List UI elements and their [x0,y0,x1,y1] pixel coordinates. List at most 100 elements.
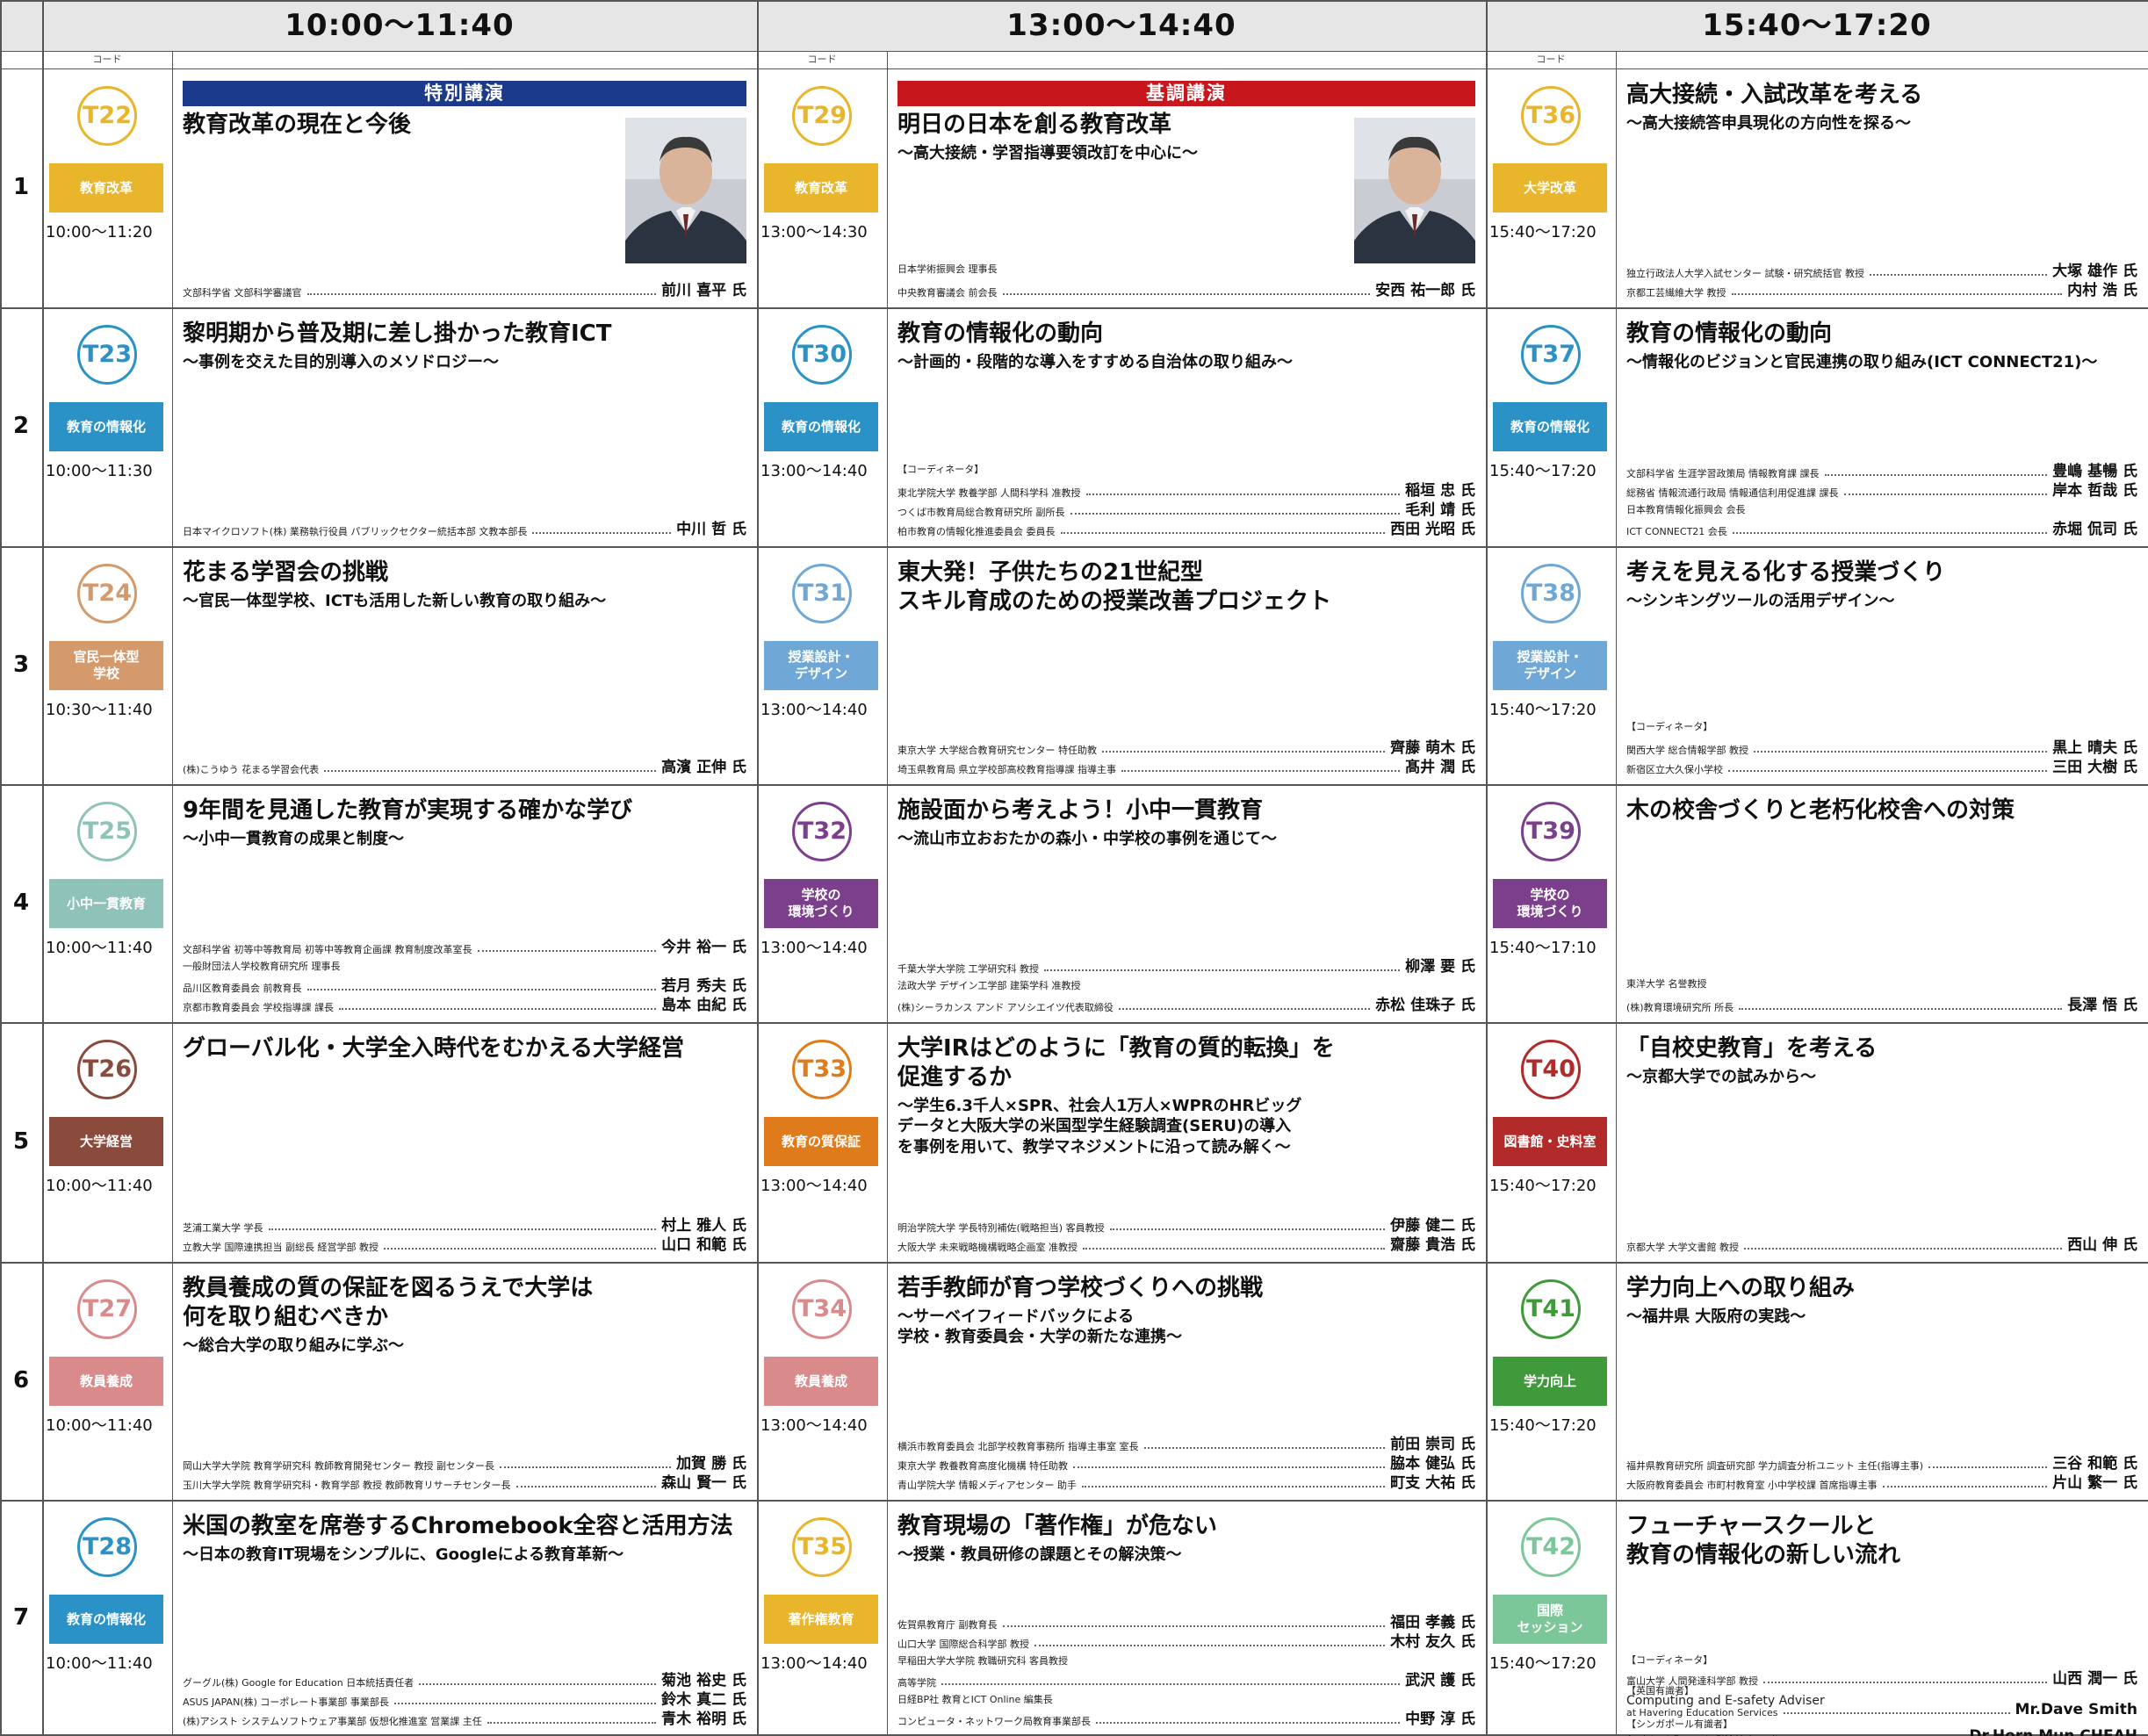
speaker-affiliation: 明治学院大学 学長特別補佐(戦略担当) 客員教授 [897,1222,1105,1234]
session-title[interactable]: 高大接続・入試改革を考える [1626,82,1923,108]
session-title[interactable]: グローバル化・大学全入時代をむかえる大学経営 [183,1035,684,1062]
session-code-badge: T26 [77,1040,137,1099]
speaker-affiliation: 東京大学 大学総合教育研究センター 特任助教 [897,745,1097,756]
session-title[interactable]: 木の校舎づくりと老朽化校舎への対策 [1626,797,2015,824]
speaker-name: Mr.Dave Smith [2015,1701,2137,1718]
leader-dots [1882,1486,2048,1487]
session-title[interactable]: 大学IRはどのように「教育の質的転換」を 促進するか [897,1035,1335,1091]
session-time: 13:00～14:40 [760,1654,868,1673]
session-time: 13:00～14:40 [760,939,868,957]
session-title[interactable]: 若手教師が育つ学校づくりへの挑戦 [897,1275,1264,1301]
session-title[interactable]: 黎明期から普及期に差し掛かった教育ICT [183,321,612,347]
session-title[interactable]: 9年間を見通した教育が実現する確かな学び [183,797,633,824]
speaker-name: 三谷 和範 氏 [2052,1455,2137,1473]
speaker-name: 安西 祐一郎 氏 [1375,282,1475,299]
code-column-label: コード [1536,54,1566,65]
category-label: 学校の 環境づくり [764,879,878,928]
session-subtitle: ～学生6.3千人×SPR、社会人1万人×WPRのHRビッグ データと大阪大学の米… [897,1097,1302,1156]
speaker-line: 東京大学 教養教育高度化機構 特任助教脇本 健弘 氏 [897,1451,1475,1473]
speaker-name: 菊池 裕史 氏 [661,1672,746,1689]
speaker-line: 東京大学 大学総合教育研究センター 特任助教齊藤 萌木 氏 [897,735,1475,757]
speaker-name: 赤堀 侃司 氏 [2052,521,2137,538]
leader-dots [1096,1722,1401,1724]
session-title[interactable]: 考えを見える化する授業づくり [1626,559,1946,586]
row-number: 1 [12,174,30,200]
speaker-line: 文部科学省 初等中等教育局 初等中等教育企画課 教育制度改革室長今井 裕一 氏 [183,934,746,956]
grid-line [0,1022,2148,1024]
speaker-name: 武沢 護 氏 [1405,1672,1475,1689]
session-time: 10:00～11:30 [46,462,153,480]
leader-dots [1732,532,2048,534]
speaker-affiliation: 大阪府教育委員会 市町村教育室 小中学校課 首席指導主事 [1626,1480,1878,1491]
speaker-affiliation: 富山大学 人間発達科学部 教授 [1626,1675,1758,1687]
session-title[interactable]: 教育の情報化の動向 [1626,321,1833,347]
speaker-line: 大阪府教育委員会 市町村教育室 小中学校課 首席指導主事片山 繁一 氏 [1626,1470,2137,1492]
speaker-line: 柏市教育の情報化推進委員会 委員長西田 光昭 氏 [897,516,1475,538]
session-title[interactable]: 学力向上への取り組み [1626,1275,1856,1301]
speaker-name: 青木 裕明 氏 [661,1711,746,1728]
session-title[interactable]: フューチャースクールと 教育の情報化の新しい流れ [1626,1513,1901,1568]
session-title[interactable]: 教育の情報化の動向 [897,321,1104,347]
session-title[interactable]: 明日の日本を創る教育改革 [897,112,1172,138]
session-title[interactable]: 教育改革の現在と今後 [183,112,412,138]
speaker-name: 中川 哲 氏 [676,521,746,538]
leader-dots [1082,1486,1386,1487]
speaker-line: つくば市教育局総合教育研究所 副所長毛利 靖 氏 [897,497,1475,519]
session-title[interactable]: 東大発！子供たちの21世紀型 スキル育成のための授業改善プロジェクト [897,559,1332,615]
grid-line [172,51,173,1736]
speaker-affiliation: 品川区教育委員会 前教育長 [183,983,302,994]
session-title[interactable]: 花まる学習会の挑戦 [183,559,389,586]
category-label: 教育の情報化 [764,402,878,451]
row-number: 6 [12,1366,30,1394]
speaker-name: 町支 大祐 氏 [1390,1474,1475,1492]
speaker-affiliation: (株)シーラカンス アンド アソシエイツ代表取締役 [897,1002,1114,1013]
grid-line [0,68,2148,69]
session-time: 15:40～17:20 [1489,462,1597,480]
leader-dots [1728,770,2048,772]
category-label: 教育改革 [49,163,163,212]
speaker-affiliation: 日本マイクロソフト(株) 業務執行役員 パブリックセクター統括本部 文教本部長 [183,526,528,537]
session-time: 15:40～17:10 [1489,939,1597,957]
session-title[interactable]: 「自校史教育」を考える [1626,1035,1878,1062]
speaker-affiliation: 新宿区立大久保小学校 [1626,764,1723,775]
leader-dots [1060,532,1386,534]
session-title[interactable]: 米国の教室を席巻するChromebook全容と活用方法 [183,1513,733,1539]
session-title[interactable]: 教育現場の「著作権」が危ない [897,1513,1218,1539]
session-title[interactable]: 施設面から考えよう！小中一貫教育 [897,797,1264,824]
speaker-affiliation: 中央教育審議会 前会長 [897,287,998,299]
category-label: 教育の情報化 [1493,402,1607,451]
leader-dots [1783,1712,2010,1714]
session-code-badge: T38 [1521,564,1581,623]
session-code-badge: T36 [1521,86,1581,146]
speaker-name: 加賀 勝 氏 [676,1455,746,1473]
session-subtitle: ～計画的・段階的な導入をすすめる自治体の取り組み～ [897,353,1293,371]
session-code-badge: T22 [77,86,137,146]
leader-dots [384,1248,657,1250]
category-label: 小中一貫教育 [49,879,163,928]
session-title[interactable]: 教員養成の質の保証を図るうえで大学は 何を取り組むべきか [183,1275,594,1330]
speaker-name: 西田 光昭 氏 [1390,521,1475,538]
speaker-note: 東洋大学 名誉教授 [1626,978,1707,990]
session-time: 13:00～14:40 [760,462,868,480]
